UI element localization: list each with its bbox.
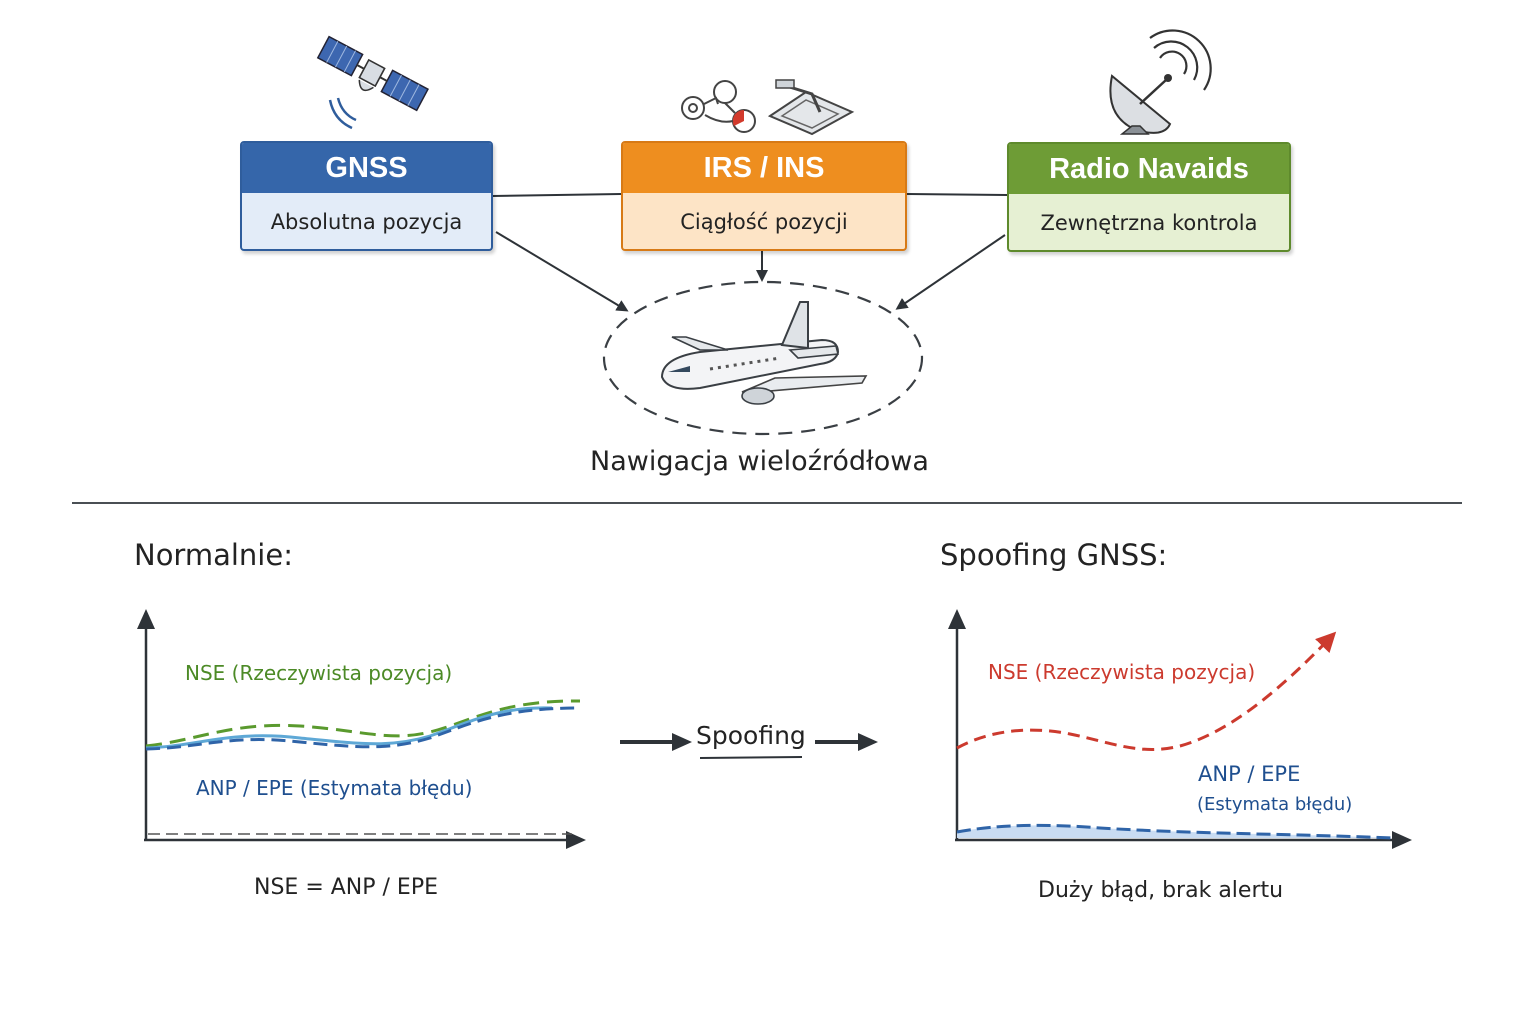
source-subtitle-irs: Ciągłość pozycji bbox=[680, 210, 848, 234]
central-label: Nawigacja wieloźródłowa bbox=[590, 446, 929, 477]
panel-title-spoofing: Spoofing GNSS: bbox=[940, 538, 1168, 572]
nse-line-spoof bbox=[956, 631, 1337, 751]
spoofing-underline bbox=[699, 756, 803, 759]
nse-label-spoofing: NSE (Rzeczywista pozycja) bbox=[988, 660, 1256, 684]
caption-normal: NSE = ANP / EPE bbox=[254, 875, 438, 900]
anp-label-normal: ANP / EPE (Estymata błędu) bbox=[196, 776, 473, 800]
arrow-gnss-to-aircraft bbox=[495, 231, 629, 312]
source-title-radio: Radio Navaids bbox=[1009, 144, 1289, 194]
connector-irs-radio bbox=[906, 193, 1008, 196]
caption-spoofing: Duży błąd, brak alertu bbox=[1038, 878, 1284, 903]
satellite-icon bbox=[316, 35, 429, 112]
arrow-radio-to-aircraft bbox=[895, 234, 1006, 310]
signal-wave-icon bbox=[336, 97, 357, 122]
anp-line-spoof bbox=[956, 823, 1393, 840]
anp-label-spoofing: ANP / EPE bbox=[1198, 762, 1301, 786]
source-title-gnss: GNSS bbox=[242, 143, 491, 193]
throttle-panel-icon bbox=[767, 79, 855, 136]
aircraft-ellipse bbox=[602, 280, 924, 436]
source-box-gnss: GNSS Absolutna pozycja bbox=[240, 141, 493, 251]
anp-sublabel-spoofing: (Estymata błędu) bbox=[1197, 794, 1353, 815]
anp-line-solid-normal bbox=[145, 706, 553, 750]
chart-normal bbox=[137, 609, 586, 849]
source-box-irs: IRS / INS Ciągłość pozycji bbox=[621, 141, 907, 251]
nse-line-normal bbox=[145, 699, 581, 748]
chart-spoofing bbox=[948, 609, 1412, 849]
source-box-radio: Radio Navaids Zewnętrzna kontrola bbox=[1007, 142, 1291, 252]
connector-gnss-irs bbox=[492, 193, 622, 197]
nse-label-normal: NSE (Rzeczywista pozycja) bbox=[185, 661, 453, 685]
gyro-inertial-icon bbox=[681, 80, 756, 133]
transition-label: Spoofing bbox=[696, 721, 806, 750]
signal-wave-icon bbox=[328, 99, 353, 130]
source-subtitle-gnss: Absolutna pozycja bbox=[270, 210, 463, 234]
anp-line-normal bbox=[145, 706, 581, 751]
radar-dish-icon bbox=[1109, 29, 1212, 135]
panel-title-normal: Normalnie: bbox=[134, 538, 293, 572]
airplane-icon bbox=[660, 301, 868, 405]
source-title-irs: IRS / INS bbox=[623, 143, 905, 193]
source-subtitle-radio: Zewnętrzna kontrola bbox=[1040, 211, 1258, 235]
